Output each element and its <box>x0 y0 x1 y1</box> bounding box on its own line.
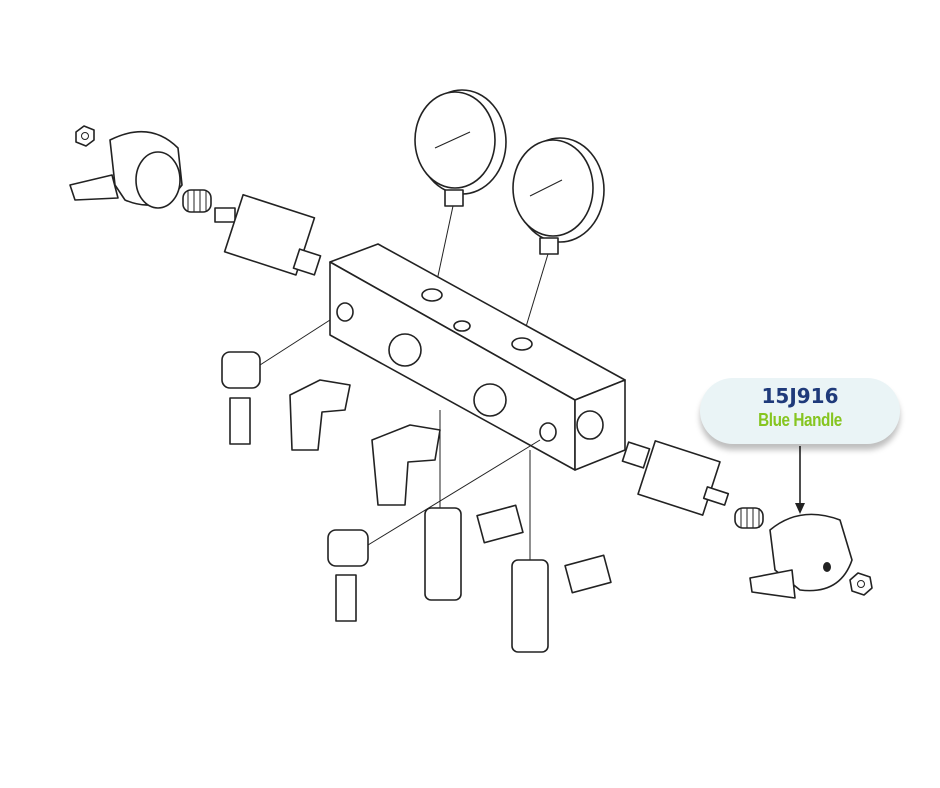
part-number: 15J916 <box>761 384 839 408</box>
left-handle <box>69 130 183 209</box>
blue-handle <box>749 513 853 599</box>
left-valve <box>214 193 322 276</box>
part-name: Blue Handle <box>758 410 842 430</box>
tee-fitting-1 <box>424 504 524 601</box>
elbow-fitting-1 <box>289 379 351 451</box>
callout-arrowhead <box>795 503 805 514</box>
elbow-fitting-2 <box>371 424 441 506</box>
left-spring <box>182 189 212 213</box>
tee-fitting-2 <box>511 554 612 653</box>
plug-fitting-1 <box>221 351 261 445</box>
part-callout: 15J916 Blue Handle <box>700 378 900 444</box>
pressure-gauge-2 <box>512 137 605 341</box>
pressure-gauge-1 <box>414 89 507 291</box>
right-nut <box>849 572 873 596</box>
right-spring <box>734 507 764 529</box>
left-nut <box>75 125 95 147</box>
plug-fitting-2 <box>327 529 369 622</box>
manifold-block <box>329 243 626 471</box>
right-valve <box>621 440 730 516</box>
